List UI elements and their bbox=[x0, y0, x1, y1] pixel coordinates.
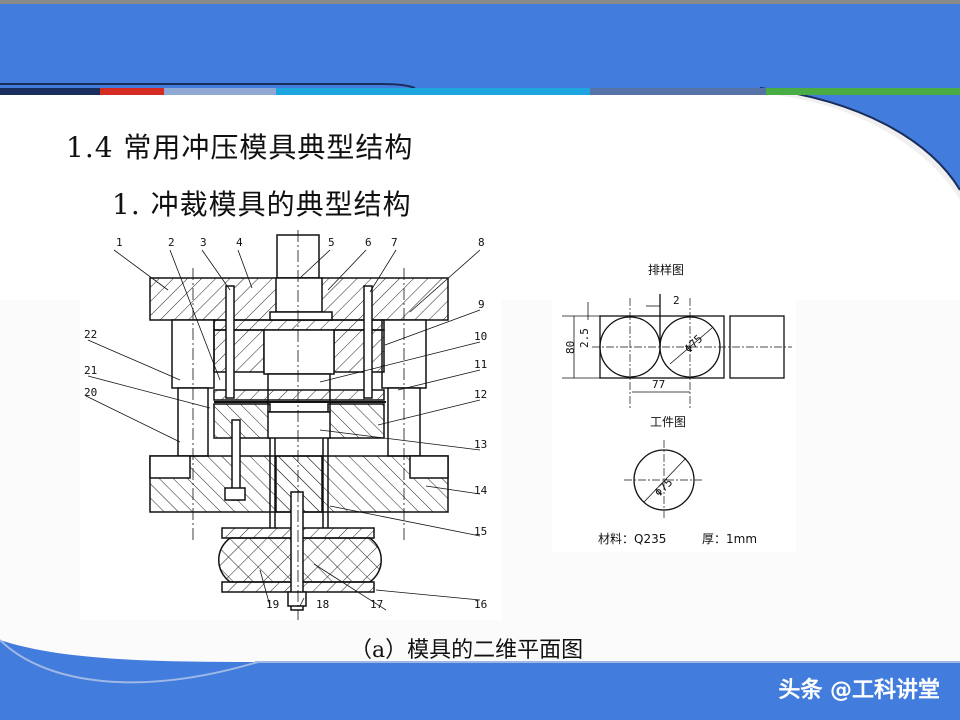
part-label-16: 16 bbox=[474, 598, 487, 611]
material-label: 材料：Q235 bbox=[598, 532, 666, 546]
part-label-2: 2 bbox=[168, 236, 175, 249]
slide-title: 1.4 常用冲压模具典型结构 bbox=[66, 131, 414, 164]
part-label-5: 5 bbox=[328, 236, 335, 249]
part-label-20: 20 bbox=[84, 386, 97, 399]
part-label-13: 13 bbox=[474, 438, 487, 451]
part-label-9: 9 bbox=[478, 298, 485, 311]
part-label-17: 17 bbox=[370, 598, 383, 611]
layout-and-part-drawing: 排样图 2 80 bbox=[552, 258, 796, 552]
strip-layout-title: 排样图 bbox=[648, 262, 684, 277]
dim-strip-width: 80 bbox=[564, 341, 577, 354]
thickness-label: 厚：1mm bbox=[702, 532, 757, 546]
part-label-11: 11 bbox=[474, 358, 487, 371]
watermark: 头条 @工科讲堂 bbox=[778, 678, 940, 703]
part-label-10: 10 bbox=[474, 330, 487, 343]
part-label-12: 12 bbox=[474, 388, 487, 401]
dim-gap: 2 bbox=[673, 294, 680, 307]
dim-edge: 2.5 bbox=[578, 328, 591, 348]
part-label-19: 19 bbox=[266, 598, 279, 611]
part-label-7: 7 bbox=[391, 236, 398, 249]
slide-subtitle: 1. 冲裁模具的典型结构 bbox=[112, 188, 412, 221]
part-label-4: 4 bbox=[236, 236, 243, 249]
part-label-3: 3 bbox=[200, 236, 207, 249]
dim-pitch: 77 bbox=[652, 378, 665, 391]
figure-caption: （a）模具的二维平面图 bbox=[350, 638, 584, 663]
part-label-18: 18 bbox=[316, 598, 329, 611]
part-label-22: 22 bbox=[84, 328, 97, 341]
part-label-15: 15 bbox=[474, 525, 487, 538]
part-drawing-title: 工件图 bbox=[650, 415, 686, 429]
part-label-8: 8 bbox=[478, 236, 485, 249]
dim-diameter-layout: Φ75 bbox=[682, 332, 705, 355]
part-label-21: 21 bbox=[84, 364, 97, 377]
part-label-6: 6 bbox=[365, 236, 372, 249]
dim-diameter-part: Φ75 bbox=[652, 476, 675, 499]
part-label-1: 1 bbox=[116, 236, 123, 249]
part-label-14: 14 bbox=[474, 484, 488, 497]
die-assembly-drawing: 1 2 3 4 5 6 7 8 9 10 11 12 13 14 15 16 1… bbox=[80, 230, 502, 620]
